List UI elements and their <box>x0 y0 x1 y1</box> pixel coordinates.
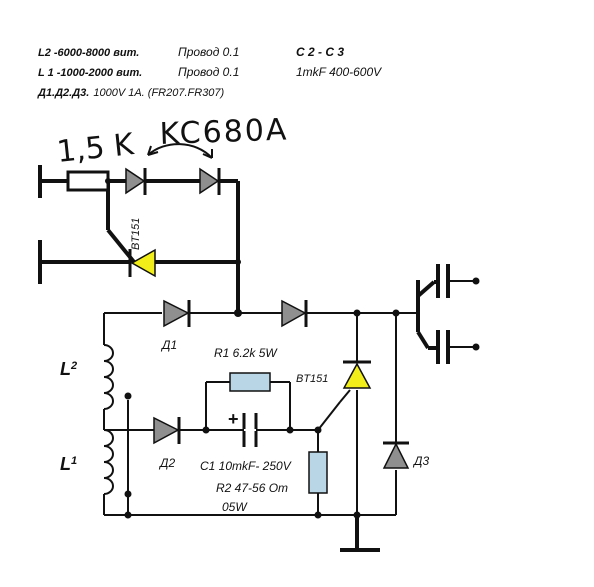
capacitor-c1-plus: + <box>228 409 239 429</box>
resistor-r2 <box>308 451 328 494</box>
note-l1-wire: Провод 0.1 <box>178 65 239 79</box>
handwritten-resistor-label: 1,5 K <box>55 127 136 170</box>
capacitor-c3 <box>436 330 450 364</box>
swap-arrow-head-right <box>202 149 213 159</box>
handwritten-zener-label: KC680A <box>159 113 289 152</box>
thyristor-right-label: BT151 <box>296 373 328 385</box>
diode-d1 <box>163 299 190 328</box>
capacitor-c1-label: C1 10mkF- 250V <box>200 459 292 473</box>
capacitor-c2 <box>434 264 450 298</box>
diode-d2 <box>153 416 180 445</box>
svg-text:1,5 K: 1,5 K <box>55 127 136 170</box>
note-c2-c3: C 2 - C 3 <box>296 45 344 59</box>
zener-diode-2 <box>199 167 220 195</box>
terminal-c2 <box>472 277 480 285</box>
note-l2-wire: Провод 0.1 <box>178 45 239 59</box>
inductor-l1-label: L1 <box>60 454 77 474</box>
note-capacitor-rating: 1mkF 400-600V <box>296 65 382 79</box>
output-wires <box>340 280 438 552</box>
resistor-r2-power: 05W <box>222 500 248 514</box>
diode-d3 <box>382 442 410 469</box>
diode-d3-label: Д3 <box>412 454 429 468</box>
thyristor-top-label: BT151 <box>130 218 142 250</box>
junction-dots <box>105 178 400 519</box>
diode-d2-label: Д2 <box>158 456 175 470</box>
thyristor-top <box>130 248 156 278</box>
diode-d1-label: Д1 <box>160 338 177 352</box>
inductor-l2 <box>103 344 114 410</box>
note-l2: L2 -6000-8000 вит. <box>38 47 139 59</box>
inductor-l1 <box>103 429 114 495</box>
note-l1: L 1 -1000-2000 вит. <box>38 67 142 79</box>
swap-arrow <box>147 143 213 159</box>
resistor-r1 <box>229 372 271 392</box>
resistor-r2-label: R2 47-56 Om <box>216 481 288 495</box>
svg-text:KC680A: KC680A <box>159 113 289 152</box>
swap-arrow-head-left <box>147 145 159 156</box>
resistor-r1-label: R1 6.2k 5W <box>214 346 278 360</box>
zener-diode-1 <box>125 167 146 195</box>
thyristor-right <box>342 362 372 389</box>
terminal-c3 <box>472 343 480 351</box>
note-diodes: Д1.Д2.Д3.1000V 1A. (FR207.FR307) <box>37 87 225 99</box>
diode-top-right <box>281 299 307 328</box>
inductor-l2-label: L2 <box>60 359 77 379</box>
resistor-1k5 <box>66 170 110 192</box>
